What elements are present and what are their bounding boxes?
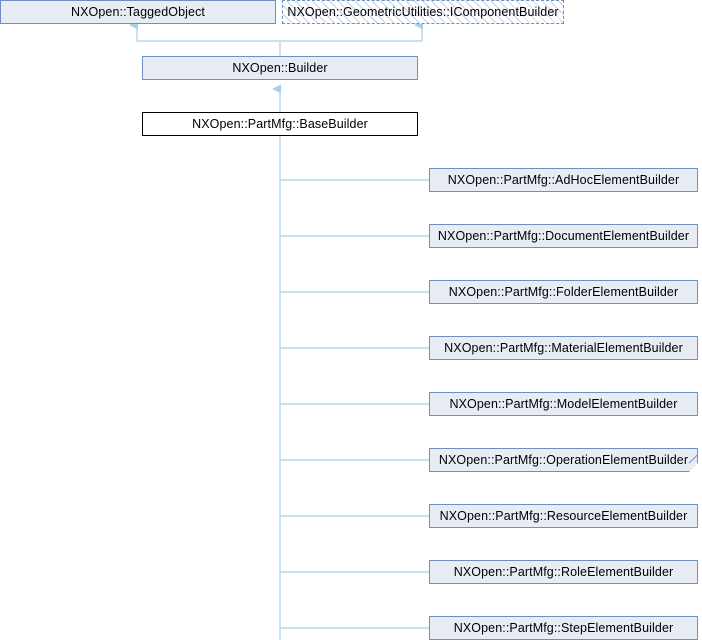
node-adhoc-element-builder[interactable]: NXOpen::PartMfg::AdHocElementBuilder — [429, 168, 698, 192]
node-label: NXOpen::Builder — [232, 60, 328, 75]
node-step-element-builder[interactable]: NXOpen::PartMfg::StepElementBuilder — [429, 616, 698, 640]
node-builder[interactable]: NXOpen::Builder — [142, 56, 418, 80]
node-operation-element-builder[interactable]: NXOpen::PartMfg::OperationElementBuilder — [429, 448, 698, 472]
node-label: NXOpen::PartMfg::StepElementBuilder — [453, 620, 674, 635]
node-model-element-builder[interactable]: NXOpen::PartMfg::ModelElementBuilder — [429, 392, 698, 416]
node-label: NXOpen::PartMfg::BaseBuilder — [192, 116, 368, 131]
node-label: NXOpen::PartMfg::ResourceElementBuilder — [439, 508, 688, 523]
node-label: NXOpen::PartMfg::OperationElementBuilder — [438, 452, 689, 467]
node-label: NXOpen::PartMfg::AdHocElementBuilder — [447, 172, 680, 187]
node-label: NXOpen::PartMfg::RoleElementBuilder — [453, 564, 674, 579]
node-base-builder-current[interactable]: NXOpen::PartMfg::BaseBuilder — [142, 112, 418, 136]
node-icomponent-builder[interactable]: NXOpen::GeometricUtilities::IComponentBu… — [282, 0, 564, 24]
node-role-element-builder[interactable]: NXOpen::PartMfg::RoleElementBuilder — [429, 560, 698, 584]
node-tagged-object[interactable]: NXOpen::TaggedObject — [0, 0, 276, 24]
node-label: NXOpen::TaggedObject — [70, 4, 206, 19]
node-resource-element-builder[interactable]: NXOpen::PartMfg::ResourceElementBuilder — [429, 504, 698, 528]
node-label: NXOpen::PartMfg::FolderElementBuilder — [448, 284, 679, 299]
node-label: NXOpen::GeometricUtilities::IComponentBu… — [287, 4, 559, 19]
node-label: NXOpen::PartMfg::DocumentElementBuilder — [437, 228, 690, 243]
node-document-element-builder[interactable]: NXOpen::PartMfg::DocumentElementBuilder — [429, 224, 698, 248]
node-folder-element-builder[interactable]: NXOpen::PartMfg::FolderElementBuilder — [429, 280, 698, 304]
node-label: NXOpen::PartMfg::ModelElementBuilder — [449, 396, 678, 411]
node-material-element-builder[interactable]: NXOpen::PartMfg::MaterialElementBuilder — [429, 336, 698, 360]
node-label: NXOpen::PartMfg::MaterialElementBuilder — [444, 340, 683, 355]
